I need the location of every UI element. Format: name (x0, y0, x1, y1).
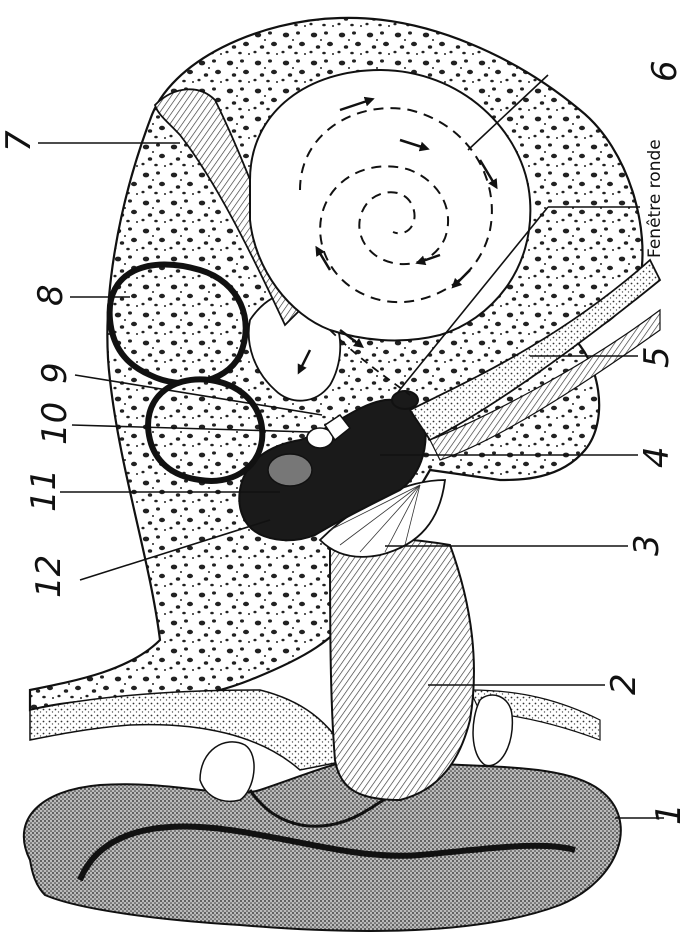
label-9: 9 (35, 362, 75, 384)
label-4: 4 (637, 446, 677, 468)
skin-layer (30, 690, 350, 770)
label-5: 5 (637, 346, 677, 368)
label-3: 3 (627, 534, 667, 556)
label-2: 2 (604, 673, 644, 695)
label-6: 6 (645, 60, 685, 82)
label-7: 7 (0, 130, 39, 152)
label-fenetre-ronde: Fenêtre ronde (645, 139, 665, 258)
semicircular-canal-upper (110, 264, 246, 383)
label-11: 11 (24, 469, 64, 512)
ear-canal (330, 538, 474, 800)
label-8: 8 (31, 284, 71, 306)
label-12: 12 (29, 555, 69, 598)
cartilage-right (473, 695, 512, 766)
cartilage-left (200, 742, 254, 801)
label-1: 1 (649, 803, 689, 825)
round-window (392, 391, 418, 409)
label-10: 10 (35, 402, 75, 445)
malleus (268, 454, 312, 486)
